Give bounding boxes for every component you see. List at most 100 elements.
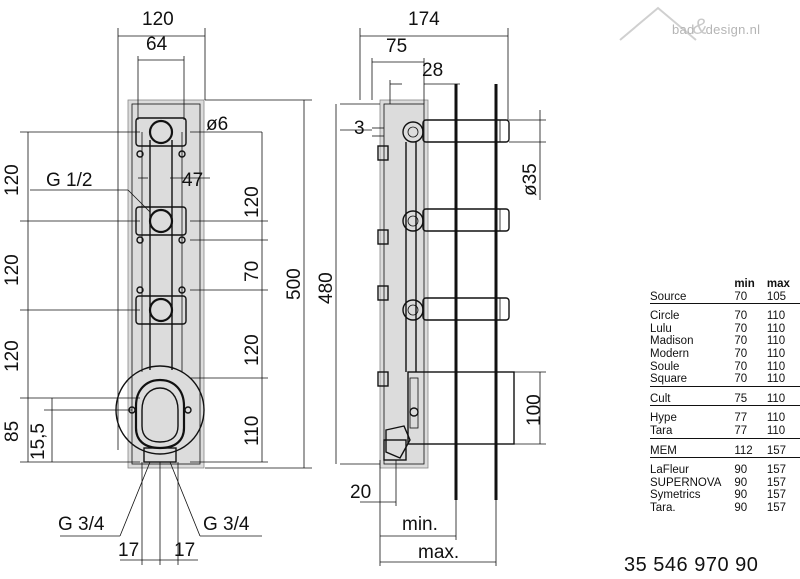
dim-handle-diameter: ø35 — [520, 163, 541, 196]
dim-right-spacing-3: 120 — [242, 334, 263, 366]
dim-max: max. — [418, 542, 459, 563]
table-cell-min: 70 — [734, 290, 748, 303]
table-cell-min: 90 — [734, 476, 748, 489]
dim-right-spacing-1: 120 — [242, 186, 263, 218]
table-cell-min: 90 — [734, 489, 748, 502]
table-cell-name: Circle — [650, 310, 680, 323]
table-cell-min: 70 — [734, 373, 748, 386]
dim-depth-75: 75 — [386, 36, 407, 57]
table-cell-min: 70 — [734, 360, 748, 373]
table-cell-name: LaFleur — [650, 464, 689, 477]
table-cell-name: Modern — [650, 347, 689, 360]
table-cell-name: Square — [650, 373, 688, 386]
table-cell-max: 157 — [766, 444, 787, 457]
table-group-separator — [650, 385, 800, 393]
table-cell-name: Tara — [650, 424, 673, 437]
table-cell-name: Tara. — [650, 501, 676, 514]
label-thread-bottom-right: G 3/4 — [203, 514, 250, 535]
front-view: 120 64 ø6 47 G 1/2 120 120 120 85 15,5 1… — [2, 9, 312, 565]
dim-left-spacing-2: 120 — [2, 254, 23, 286]
article-number: 35 546 970 90 — [624, 554, 759, 576]
table-cell-min: 70 — [734, 335, 748, 348]
dim-cartridge-100: 100 — [524, 394, 545, 426]
table-cell-max: 110 — [766, 424, 786, 437]
table-cell-max: 110 — [766, 335, 786, 348]
side-mounting-plate — [379, 99, 429, 469]
watermark-logo: bad&design.nl — [672, 14, 760, 40]
table-group-separator — [650, 457, 800, 465]
table-row: Tara. 90 157 — [650, 502, 800, 515]
front-mounting-plate — [127, 99, 205, 469]
table-cell-min: 70 — [734, 310, 748, 323]
table-header-min: min — [734, 278, 755, 290]
dim-3: 3 — [354, 118, 365, 139]
table-cell-name: Madison — [650, 335, 694, 348]
dim-left-15-5: 15,5 — [28, 423, 49, 460]
watermark-roof-icon — [619, 6, 697, 41]
table-row: Cult 75 110 — [650, 393, 800, 406]
watermark-text-left: bad — [672, 22, 695, 37]
table-cell-min: 70 — [734, 322, 748, 335]
table-cell-min: 70 — [734, 347, 748, 360]
table-cell-max: 157 — [766, 464, 787, 477]
dim-right-spacing-4: 110 — [242, 416, 263, 446]
table-group-separator — [650, 405, 800, 413]
table-cell-name: SUPERNOVA — [650, 476, 722, 489]
table-cell-max: 157 — [766, 501, 787, 514]
table-group-separator — [650, 437, 800, 445]
side-handle-middle — [402, 208, 510, 232]
dim-hole-diameter: ø6 — [206, 114, 228, 135]
dim-offset-47: 47 — [182, 170, 203, 191]
table-header-max: max — [766, 278, 790, 290]
label-thread-top: G 1/2 — [46, 170, 92, 191]
table-cell-max: 110 — [766, 392, 786, 405]
front-plate-outline — [131, 103, 201, 465]
table-cell-min: 77 — [734, 412, 748, 425]
dim-height-480: 480 — [316, 272, 337, 304]
dim-left-spacing-3: 120 — [2, 340, 23, 372]
dim-depth-total: 174 — [408, 9, 440, 30]
table-cell-min: 77 — [734, 424, 748, 437]
side-thermostat-cartridge — [383, 371, 515, 461]
watermark-text-right: design.nl — [705, 22, 761, 37]
table-row: Lulu 70 110 — [650, 323, 800, 336]
side-handle-bottom — [402, 297, 510, 321]
table-cell-max: 110 — [766, 360, 786, 373]
dim-width-total: 120 — [142, 9, 174, 30]
table-row: Tara 77 110 — [650, 425, 800, 438]
side-view: 174 75 28 3 ø35 480 100 20 min. max. — [316, 9, 546, 566]
dim-width-inner: 64 — [146, 34, 168, 55]
table-row: Symetrics 90 157 — [650, 489, 800, 502]
table-row: SUPERNOVA 90 157 — [650, 477, 800, 490]
table-cell-max: 110 — [766, 310, 786, 323]
dim-left-85: 85 — [2, 421, 23, 442]
table-cell-min: 75 — [734, 392, 748, 405]
watermark-ampersand: & — [692, 14, 708, 39]
table-cell-max: 110 — [766, 322, 786, 335]
table-cell-name: MEM — [650, 444, 677, 457]
table-group-separator — [650, 303, 800, 311]
table-row: Hype 77 110 — [650, 412, 800, 425]
table-cell-name: Source — [650, 290, 687, 303]
table-cell-name: Cult — [650, 392, 671, 405]
table-cell-max: 110 — [766, 347, 786, 360]
table-cell-name: Lulu — [650, 322, 672, 335]
table-cell-max: 157 — [766, 476, 787, 489]
table-cell-name: Symetrics — [650, 489, 701, 502]
table-header-name — [650, 278, 734, 291]
table-cell-max: 110 — [766, 412, 786, 425]
label-thread-bottom-left: G 3/4 — [58, 514, 105, 535]
table-cell-max: 157 — [766, 489, 787, 502]
dim-depth-28: 28 — [422, 60, 443, 81]
table-cell-name: Hype — [650, 412, 677, 425]
table-cell-min: 90 — [734, 501, 748, 514]
side-handle-top — [402, 119, 510, 143]
